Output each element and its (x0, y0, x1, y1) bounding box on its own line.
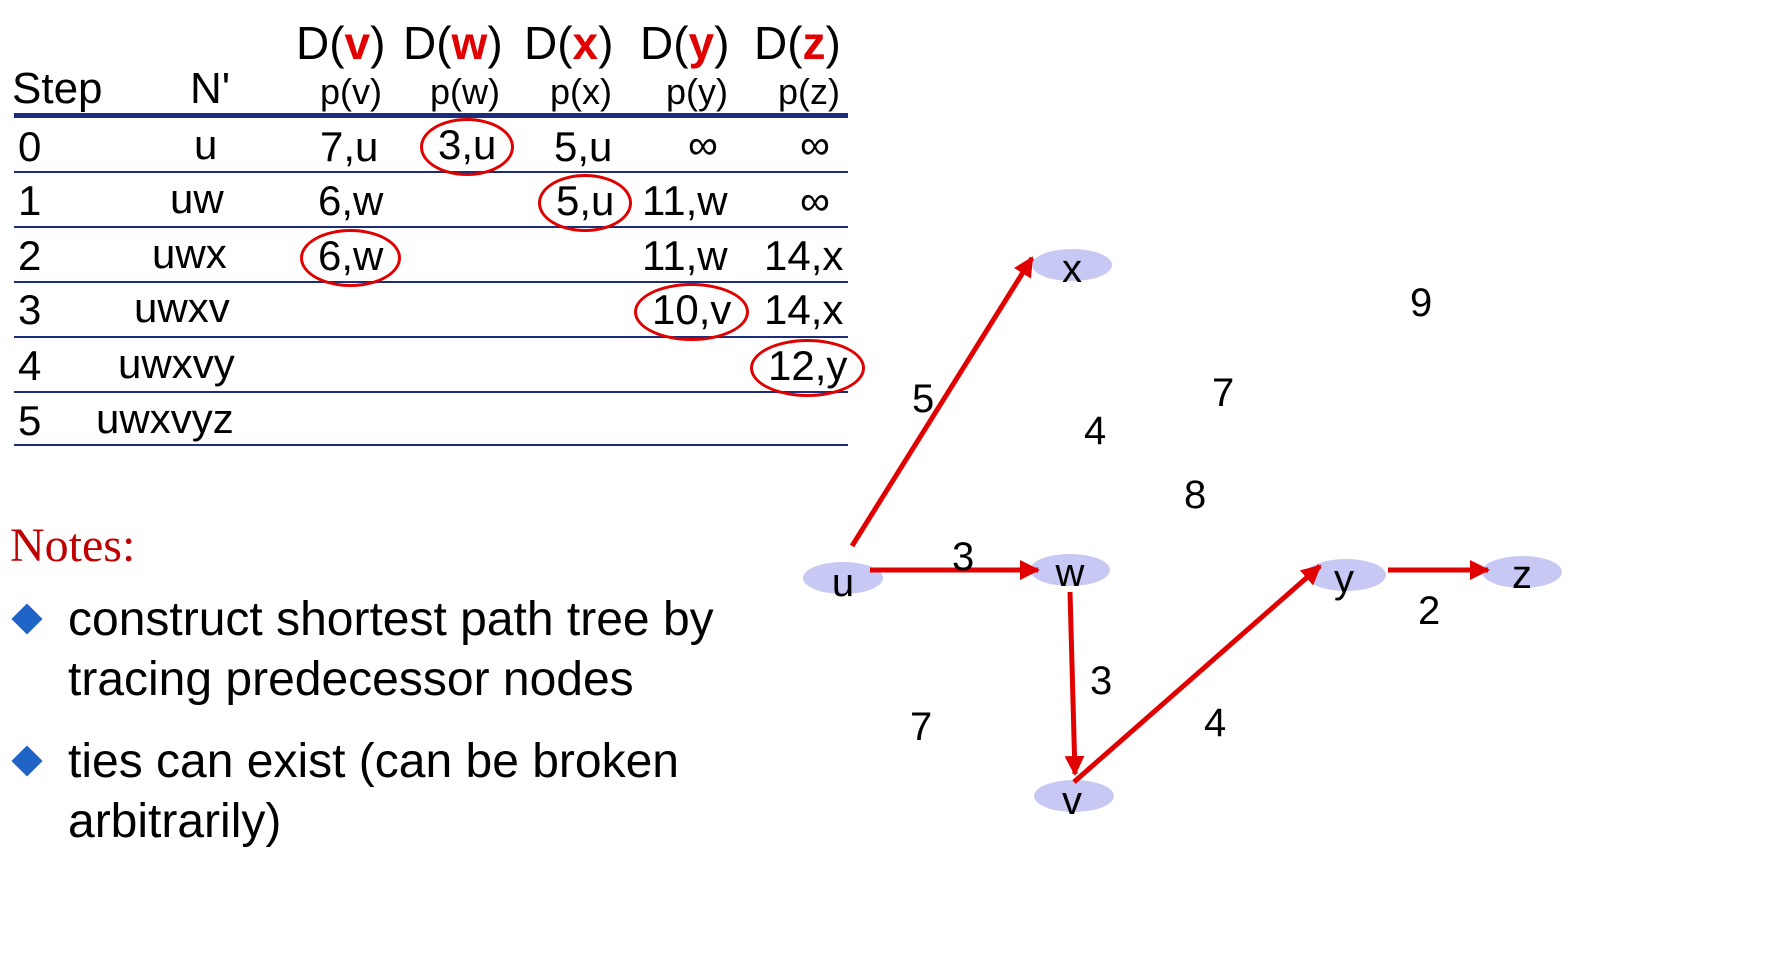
notes-title: Notes: (10, 519, 136, 572)
col-header-p-y: p(y) (666, 71, 728, 112)
svg-text:z: z (1512, 553, 1532, 597)
row-rule (14, 391, 848, 393)
row-1-nprime: uw (170, 175, 224, 222)
edge-label: 7 (910, 705, 932, 749)
row-0-step: 0 (18, 123, 42, 170)
header-rule (14, 113, 848, 118)
col-header-p-w: p(w) (430, 71, 500, 112)
row-5-step: 5 (18, 397, 42, 444)
edge-label: 4 (1084, 409, 1106, 453)
row-3-step: 3 (18, 286, 42, 333)
row-0-y: ∞ (688, 121, 718, 168)
col-header-p-z: p(z) (778, 71, 840, 112)
row-rule (14, 281, 848, 283)
col-header-step: Step (12, 64, 103, 113)
row-3-y: 10,v (633, 283, 750, 341)
row-rule (14, 336, 848, 338)
node-w: w (1030, 551, 1110, 595)
row-1-x: 5,u (537, 174, 633, 232)
edge-label: 3 (1090, 659, 1112, 703)
row-rule (14, 171, 848, 173)
edge-label: 2 (1418, 589, 1440, 633)
node-x: x (1032, 247, 1112, 291)
col-header-p-v: p(v) (320, 71, 382, 112)
svg-text:v: v (1062, 779, 1082, 823)
col-header-nprime: N' (190, 64, 231, 113)
row-rule (14, 444, 848, 446)
svg-text:y: y (1334, 557, 1354, 601)
row-5-nprime: uwxvyz (96, 395, 234, 442)
col-header-d-v: D(v) (296, 17, 386, 69)
edge-label: 3 (952, 535, 974, 579)
row-2-y: 11,w (642, 232, 728, 279)
svg-text:u: u (832, 561, 854, 605)
row-4-z: 12,y (749, 339, 866, 397)
edge-u-x (849, 256, 1035, 548)
note-bullet-1: construct shortest path tree by tracing … (68, 593, 714, 706)
edge-label: 7 (1212, 371, 1234, 415)
col-header-d-x: D(x) (524, 17, 614, 69)
svg-text:x: x (1062, 247, 1082, 291)
edge-label: 4 (1204, 701, 1226, 745)
col-header-d-z: D(z) (754, 17, 841, 69)
node-v: v (1034, 779, 1114, 823)
row-0-v: 7,u (320, 123, 379, 170)
col-header-d-y: D(y) (640, 17, 730, 69)
row-2-step: 2 (18, 232, 42, 279)
row-4-step: 4 (18, 342, 42, 389)
row-2-nprime: uwx (152, 230, 227, 277)
row-4-nprime: uwxvy (118, 340, 235, 387)
row-1-y: 11,w (642, 177, 728, 224)
row-1-v: 6,w (318, 177, 384, 224)
col-header-p-x: p(x) (550, 71, 612, 112)
svg-text:w: w (1055, 551, 1085, 595)
row-rule (14, 226, 848, 228)
row-1-z: ∞ (800, 177, 830, 224)
note-bullet-2: ties can exist (can be broken arbitraril… (68, 735, 679, 848)
node-y: y (1306, 557, 1386, 601)
edge-label: 9 (1410, 281, 1432, 325)
node-z: z (1482, 553, 1562, 597)
row-1-step: 1 (18, 177, 42, 224)
edge-w-v (1064, 591, 1085, 776)
node-u: u (803, 561, 883, 605)
row-0-x: 5,u (554, 123, 613, 170)
row-0-w: 3,u (419, 118, 515, 176)
row-3-z: 14,x (764, 286, 844, 333)
row-3-nprime: uwxv (134, 284, 230, 331)
row-2-v: 6,w (299, 229, 402, 287)
row-2-z: 14,x (764, 232, 844, 279)
col-header-d-w: D(w) (403, 17, 503, 69)
edge-label: 8 (1184, 473, 1206, 517)
row-0-nprime: u (194, 121, 218, 168)
edge-v-y (1072, 564, 1322, 784)
row-0-z: ∞ (800, 121, 830, 168)
edge-label: 5 (912, 377, 934, 421)
